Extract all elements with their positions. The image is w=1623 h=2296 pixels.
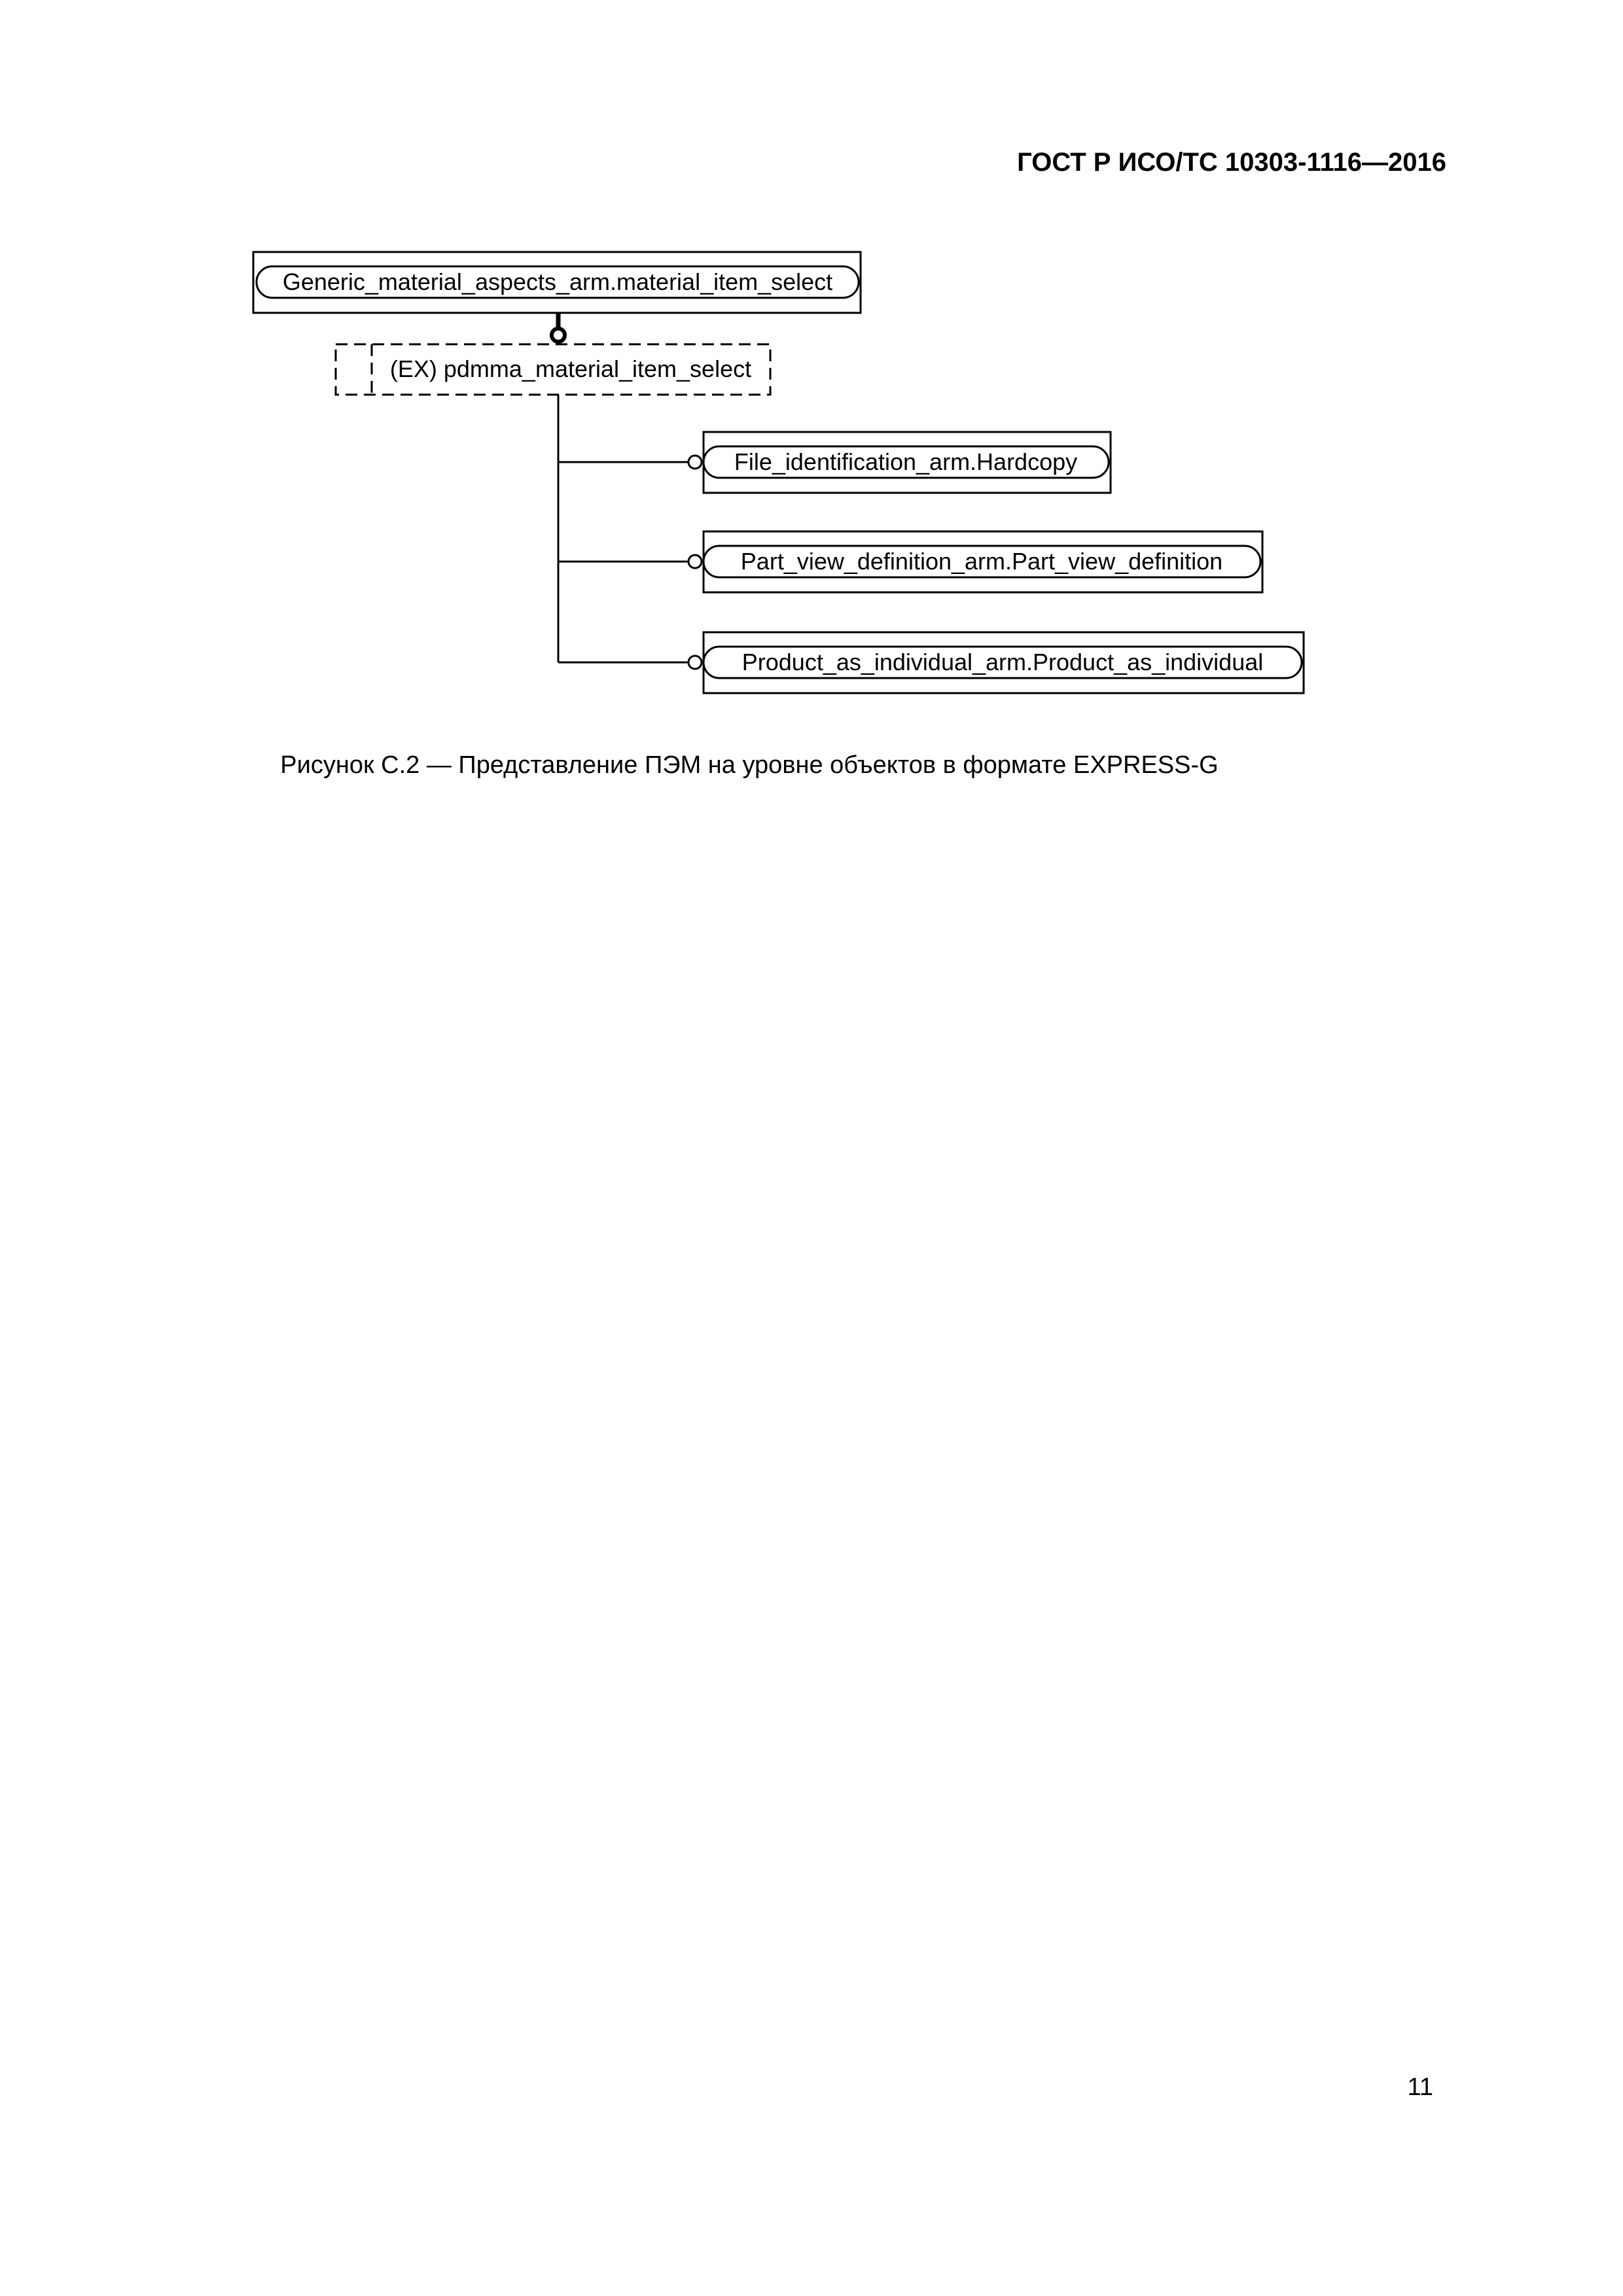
child-entity-label-3: Product_as_individual_arm.Product_as_ind…: [742, 649, 1263, 675]
child-entity-box-2: [702, 530, 1264, 594]
child-entity-label-2: Part_view_definition_arm.Part_view_defin…: [741, 548, 1222, 575]
child-entity-box-1: [702, 431, 1112, 494]
child-entity-box-3: [702, 631, 1305, 694]
page-number: 11: [1407, 2073, 1433, 2101]
figure-caption-text: Рисунок C.2 — Представление ПЭМ на уровн…: [280, 751, 1219, 779]
branch-connector-3: [558, 655, 703, 670]
figure-caption: Рисунок C.2 — Представление ПЭМ на уровн…: [0, 751, 1623, 780]
document-header: ГОСТ Р ИСО/ТС 10303-1116—2016: [1017, 148, 1446, 177]
select-type-label: (EX) pdmma_material_item_select: [390, 355, 751, 382]
express-g-diagram: Generic_material_aspects_arm.material_it…: [252, 251, 1305, 694]
branch-connector-2: [558, 554, 703, 569]
child-entity-label-1: File_identification_arm.Hardcopy: [734, 448, 1077, 475]
root-entity-label: Generic_material_aspects_arm.material_it…: [283, 268, 832, 295]
root-to-select-connector: [550, 313, 567, 344]
select-type-box: [334, 343, 772, 396]
branch-connector-1: [558, 454, 703, 470]
